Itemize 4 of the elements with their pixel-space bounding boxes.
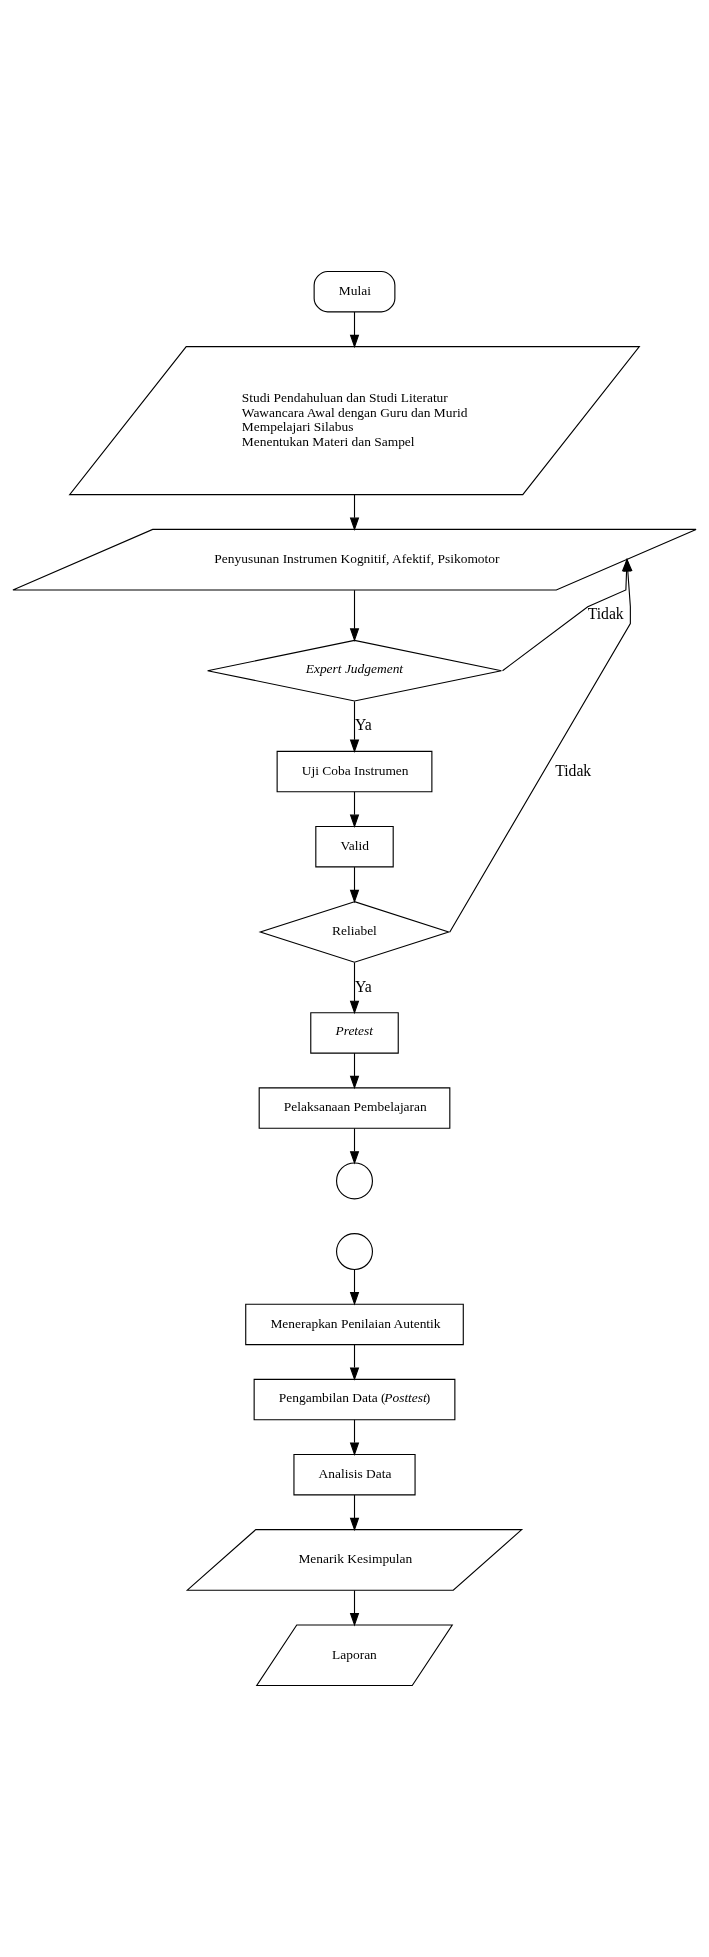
edge-label: Ya [355,716,372,734]
edge-label: Ya [355,977,372,995]
edge-label: Tidak [587,605,624,623]
edge-label: Tidak [555,761,592,779]
